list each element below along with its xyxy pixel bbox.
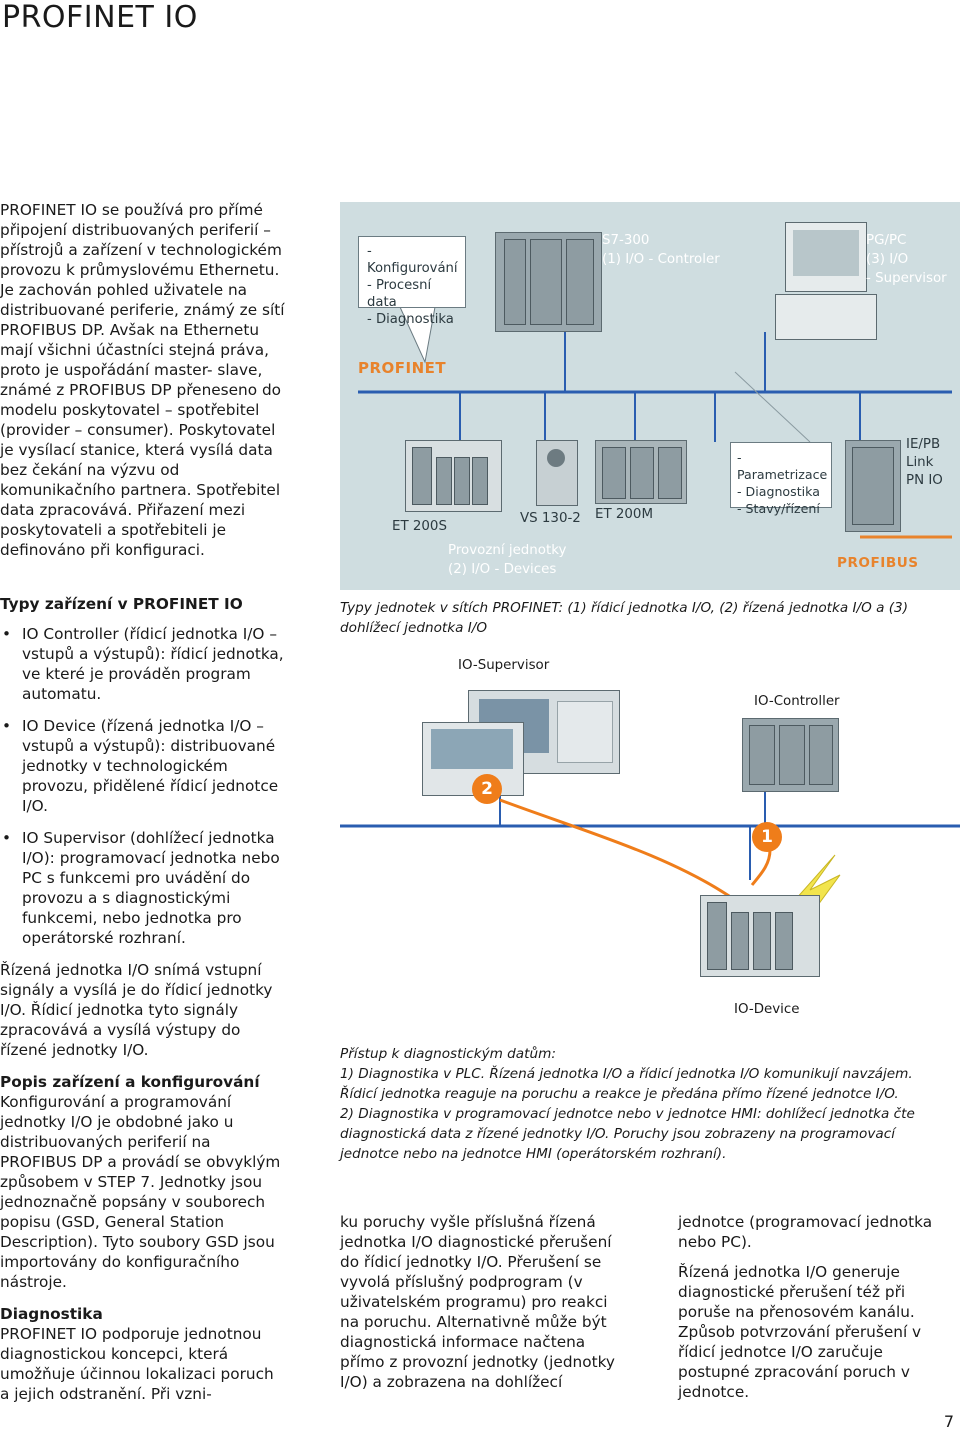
module xyxy=(412,447,432,505)
bubble-line: - Procesní data xyxy=(367,278,432,310)
module xyxy=(630,447,654,499)
module xyxy=(504,239,526,325)
profibus-label: PROFIBUS xyxy=(837,555,919,571)
device-label: IO-Device xyxy=(732,1002,802,1017)
path-1 xyxy=(750,849,772,886)
module xyxy=(731,912,749,970)
s7-name: S7-300 xyxy=(602,233,650,248)
path-2 xyxy=(499,798,736,902)
page-title: PROFINET IO xyxy=(2,0,198,35)
laptop-screen xyxy=(431,729,513,769)
intro-text: PROFINET IO se používá pro přímé připoje… xyxy=(0,201,285,559)
right-paragraph: Řízená jednotka I/O generuje diagnostick… xyxy=(678,1263,922,1401)
s7-role: (1) I/O - Controler xyxy=(602,252,720,267)
controller-label: IO-Controller xyxy=(752,694,842,709)
types-list: IO Controller (řídicí jednotka I/O – vst… xyxy=(0,624,285,948)
module xyxy=(707,902,727,970)
module xyxy=(566,239,594,325)
module xyxy=(602,447,626,499)
intro-paragraph: PROFINET IO se používá pro přímé připoje… xyxy=(0,200,285,560)
module xyxy=(753,912,771,970)
config-heading: Popis zařízení a konfigurování xyxy=(0,1073,260,1091)
diag-paragraph: PROFINET IO podporuje jednotnou diagnost… xyxy=(0,1325,274,1403)
signals-paragraph: Řízená jednotka I/O snímá vstupní signál… xyxy=(0,961,273,1059)
module xyxy=(436,457,452,505)
module xyxy=(658,447,682,499)
module xyxy=(530,239,562,325)
list-item: IO Supervisor (dohlížecí jednotka I/O): … xyxy=(0,828,285,948)
camera-lens-icon xyxy=(547,449,565,467)
module xyxy=(809,725,833,785)
bubble-line: - Diagnostika xyxy=(737,484,820,499)
module xyxy=(852,447,894,525)
middle-paragraph: ku poruchy vyšle příslušná řízená jednot… xyxy=(340,1213,615,1391)
module xyxy=(749,725,775,785)
io-device xyxy=(700,895,820,977)
pg-role2: - Supervisor xyxy=(866,271,947,286)
iepb-line2: Link xyxy=(906,455,934,470)
vs130-label: VS 130-2 xyxy=(520,511,581,526)
bubble-line: - Diagnostika xyxy=(367,312,454,327)
pointer-line xyxy=(734,371,811,443)
config-bubble: - Konfigurování - Procesní data - Diagno… xyxy=(358,236,466,327)
config-paragraph: Konfigurování a programování jednotky I/… xyxy=(0,1093,281,1291)
caption-line: 2) Diagnostika v programovací jednotce n… xyxy=(340,1106,915,1162)
module xyxy=(779,725,805,785)
badge-2: 2 xyxy=(472,774,502,804)
bubble-line: - Konfigurování xyxy=(367,244,458,276)
diag-heading: Diagnostika xyxy=(0,1305,103,1323)
page-number: 7 xyxy=(943,1412,954,1431)
caption-line: 1) Diagnostika v PLC. Řízená jednotka I/… xyxy=(340,1066,913,1102)
et200s-label: ET 200S xyxy=(392,519,447,534)
figure1-caption: Typy jednotek v sítích PROFINET: (1) říd… xyxy=(340,600,909,636)
screen xyxy=(793,230,859,276)
middle-column: ku poruchy vyšle příslušná řízená jednot… xyxy=(340,1212,625,1402)
badge-1: 1 xyxy=(752,822,782,852)
right-paragraph: jednotce (programovací jednotka nebo PC)… xyxy=(678,1213,933,1251)
right-column: jednotce (programovací jednotka nebo PC)… xyxy=(678,1212,948,1412)
pc-keyboard xyxy=(775,294,877,340)
et200m-label: ET 200M xyxy=(595,507,654,522)
list-item: IO Device (řízená jednotka I/O – vstupů … xyxy=(0,716,285,816)
types-section: Typy zařízení v PROFINET IO IO Controlle… xyxy=(0,594,285,1404)
et200m-device xyxy=(595,440,687,504)
s7-300-device xyxy=(495,232,602,332)
figure2-caption: Přístup k diagnostickým datům: 1) Diagno… xyxy=(340,1044,945,1164)
module xyxy=(472,457,488,505)
caption-line: Přístup k diagnostickým datům: xyxy=(340,1046,556,1062)
module xyxy=(775,912,793,970)
profinet-topology-figure: - Konfigurování - Procesní data - Diagno… xyxy=(340,202,960,590)
diagnostics-figure: IO-Supervisor IO-Controller IO-Device 2 … xyxy=(340,650,960,1040)
devices-label: Provozní jednotky xyxy=(448,543,567,558)
devices-label2: (2) I/O - Devices xyxy=(448,562,557,577)
types-heading: Typy zařízení v PROFINET IO xyxy=(0,595,243,613)
vs130-device xyxy=(536,440,578,506)
bus-lines xyxy=(358,306,952,539)
iepb-link-device xyxy=(845,440,901,532)
list-item: IO Controller (řídicí jednotka I/O – vst… xyxy=(0,624,285,704)
et200s-device xyxy=(405,440,502,512)
bubble-line: - Parametrizace xyxy=(737,450,828,482)
module xyxy=(454,457,470,505)
iepb-line3: PN IO xyxy=(906,473,943,488)
keypad xyxy=(557,701,613,763)
pg-role: (3) I/O xyxy=(866,252,909,267)
profinet-label: PROFINET xyxy=(358,359,447,377)
pg-name: PG/PC xyxy=(866,233,907,248)
network-lines xyxy=(340,770,960,951)
pc-monitor xyxy=(785,222,867,292)
supervisor-label: IO-Supervisor xyxy=(456,658,552,673)
bubble-line: - Stavy/řízení xyxy=(737,501,820,516)
iepb-line1: IE/PB xyxy=(906,437,941,452)
controller-device xyxy=(742,718,839,792)
param-bubble: - Parametrizace - Diagnostika - Stavy/ří… xyxy=(730,442,832,516)
